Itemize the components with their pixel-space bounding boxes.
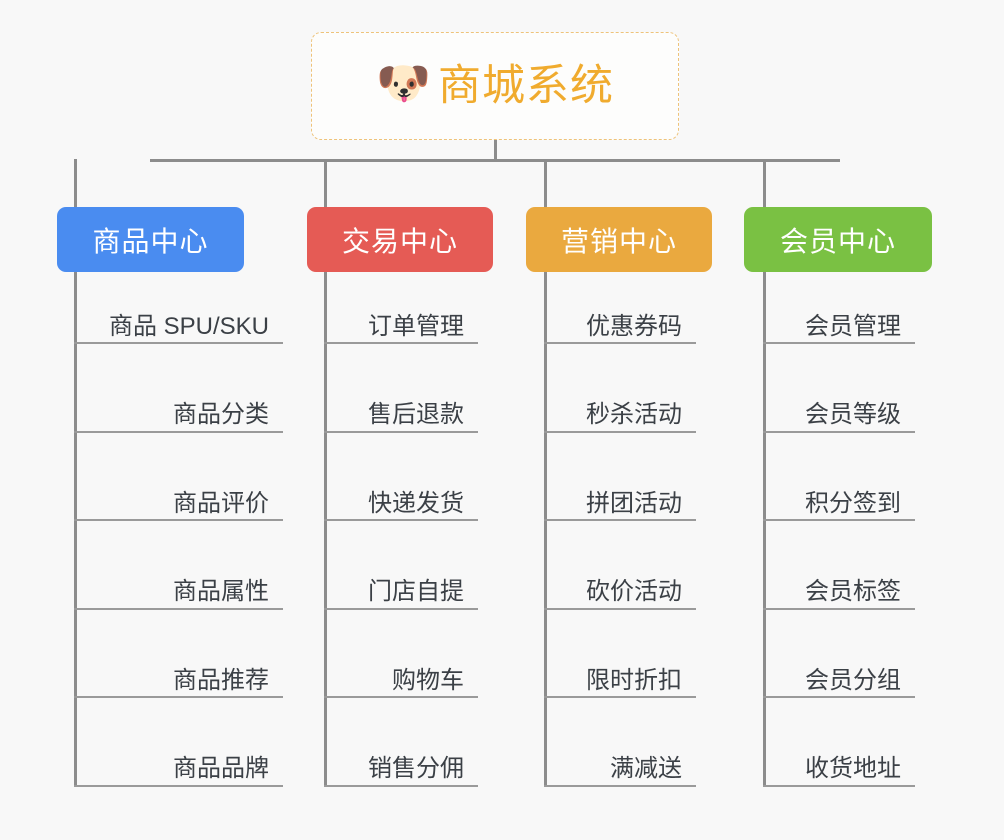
leaf-label: 门店自提 <box>368 578 464 606</box>
leaf-label: 会员等级 <box>805 401 901 429</box>
branch-spine-marketing-center <box>544 272 547 787</box>
connector-drop-product-center <box>74 159 77 208</box>
category-box-member-center[interactable]: 会员中心 <box>744 207 932 272</box>
leaf-underline <box>324 607 478 610</box>
connector-horizontal-bus <box>150 159 840 162</box>
branch-spine-product-center <box>74 272 77 787</box>
branch-spine-trade-center <box>324 272 327 787</box>
leaf-label: 商品属性 <box>173 578 269 606</box>
leaf-underline <box>544 430 696 433</box>
category-label: 营销中心 <box>560 225 677 257</box>
leaf-underline <box>763 519 915 521</box>
leaf-underline <box>74 519 283 521</box>
connector-drop-marketing-center <box>544 159 547 208</box>
category-label: 会员中心 <box>779 225 896 257</box>
leaf-underline <box>74 784 283 787</box>
leaf-underline <box>74 342 283 344</box>
category-box-product-center[interactable]: 商品中心 <box>57 207 244 272</box>
leaf-underline <box>74 696 283 698</box>
category-box-marketing-center[interactable]: 营销中心 <box>526 207 712 272</box>
leaf-label: 收货地址 <box>805 755 901 783</box>
category-label: 商品中心 <box>92 225 209 257</box>
leaf-label: 销售分佣 <box>368 755 464 783</box>
leaf-underline <box>324 430 478 433</box>
leaf-label: 会员标签 <box>805 578 901 606</box>
leaf-underline <box>324 784 478 787</box>
leaf-underline <box>544 784 696 787</box>
connector-root-stem <box>494 140 497 161</box>
leaf-underline <box>74 607 283 610</box>
leaf-label: 商品品牌 <box>173 755 269 783</box>
root-title: 商城系统 <box>438 61 614 110</box>
leaf-underline <box>324 519 478 521</box>
leaf-label: 优惠券码 <box>586 312 682 340</box>
leaf-underline <box>544 342 696 344</box>
branch-spine-member-center <box>763 272 766 787</box>
leaf-underline <box>544 607 696 610</box>
leaf-underline <box>324 696 478 698</box>
leaf-label: 积分签到 <box>805 489 901 517</box>
connector-drop-member-center <box>763 159 766 208</box>
leaf-label: 售后退款 <box>368 401 464 429</box>
leaf-label: 商品 SPU/SKU <box>108 312 269 340</box>
leaf-underline <box>74 430 283 433</box>
leaf-label: 商品评价 <box>173 489 269 517</box>
leaf-underline <box>544 519 696 521</box>
category-box-trade-center[interactable]: 交易中心 <box>307 207 493 272</box>
leaf-underline <box>763 342 915 344</box>
leaf-label: 会员管理 <box>805 312 901 340</box>
leaf-label: 拼团活动 <box>586 489 682 517</box>
leaf-underline <box>544 696 696 698</box>
category-label: 交易中心 <box>341 225 458 257</box>
leaf-underline <box>763 696 915 698</box>
leaf-label: 满减送 <box>610 755 682 783</box>
leaf-underline <box>763 430 915 433</box>
leaf-label: 购物车 <box>392 666 464 694</box>
root-node[interactable]: 🐶 商城系统 <box>311 32 679 140</box>
leaf-label: 砍价活动 <box>586 578 682 606</box>
leaf-underline <box>763 607 915 610</box>
leaf-label: 快递发货 <box>368 489 464 517</box>
leaf-underline <box>324 342 478 344</box>
leaf-label: 限时折扣 <box>586 666 682 694</box>
connector-drop-trade-center <box>324 159 327 208</box>
leaf-label: 商品分类 <box>173 401 269 429</box>
shiba-dog-emoji-icon: 🐶 <box>376 59 431 108</box>
leaf-label: 秒杀活动 <box>586 401 682 429</box>
leaf-label: 商品推荐 <box>173 666 269 694</box>
leaf-label: 会员分组 <box>805 666 901 694</box>
leaf-underline <box>763 784 915 787</box>
leaf-label: 订单管理 <box>368 312 464 340</box>
